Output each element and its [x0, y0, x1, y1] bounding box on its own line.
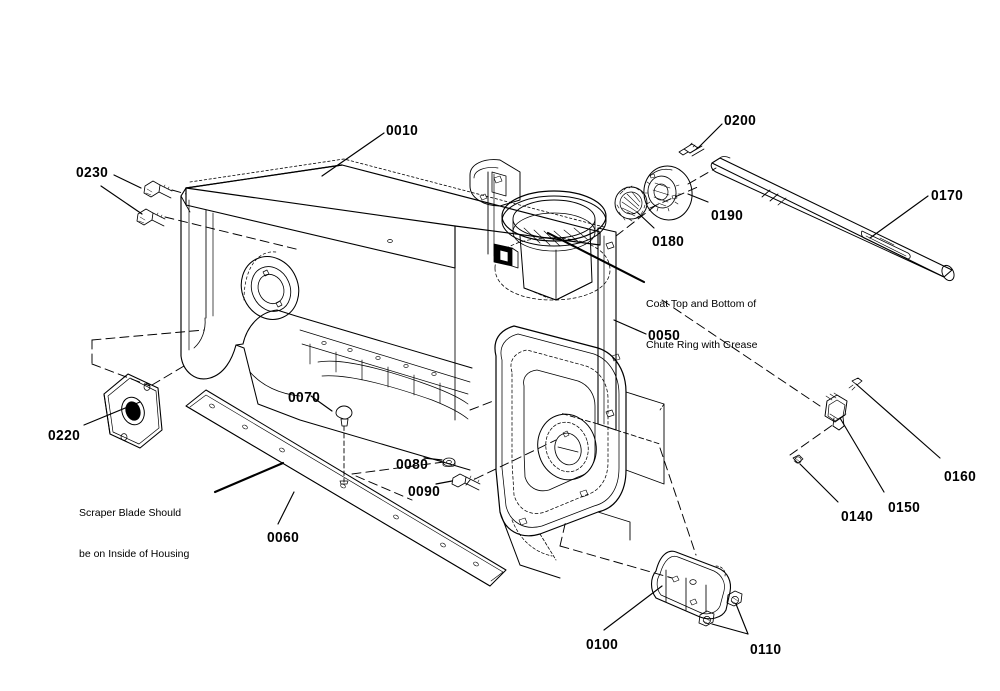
callout-0180[interactable]: 0180: [652, 233, 685, 250]
assembly-guide-lines: [91, 167, 835, 579]
grease-note: Coat Top and Bottom of Chute Ring with G…: [646, 271, 757, 379]
callout-0230[interactable]: 0230: [76, 164, 109, 181]
callout-0060[interactable]: 0060: [267, 529, 300, 546]
scraper-note-line-1: Scraper Blade Should: [79, 507, 182, 519]
scraper-blade-part: [185, 389, 507, 587]
carriage-bolt-part: [335, 405, 353, 485]
callout-0090[interactable]: 0090: [408, 483, 441, 500]
scraper-note: Scraper Blade Should be on Inside of Hou…: [79, 480, 189, 588]
chute-pinion-gear-part: [614, 185, 648, 222]
chute-mount-bracket-part: [559, 227, 661, 445]
callout-0010[interactable]: 0010: [386, 122, 419, 139]
auger-end-housing-part: [494, 325, 665, 579]
callout-0160[interactable]: 0160: [944, 468, 977, 485]
housing-bolt-part: [136, 180, 173, 227]
callout-0080[interactable]: 0080: [396, 456, 429, 473]
grease-note-line-2: Chute Ring with Grease: [646, 338, 758, 351]
leader-lines: [83, 123, 941, 635]
skid-shoe-part: [650, 550, 732, 620]
gearbox-hardware-part: [792, 377, 863, 464]
callout-0050[interactable]: 0050: [648, 327, 681, 344]
hex-bolt-part: [451, 473, 481, 491]
auger-drive-shaft-part: [710, 156, 955, 282]
chute-ring-part: [469, 159, 611, 301]
callout-0190[interactable]: 0190: [711, 207, 744, 224]
grease-note-line-1: Coat Top and Bottom of: [646, 298, 757, 310]
callout-0110[interactable]: 0110: [750, 641, 782, 658]
callout-0220[interactable]: 0220: [48, 427, 81, 444]
scraper-note-line-2: be on Inside of Housing: [79, 547, 190, 560]
callout-0170[interactable]: 0170: [931, 187, 964, 204]
gear-retaining-bolt-part: [678, 142, 705, 157]
callout-0150[interactable]: 0150: [888, 499, 921, 516]
note-pointer-lines: [213, 231, 646, 494]
callout-0200[interactable]: 0200: [724, 112, 757, 129]
hex-nut-part: [698, 590, 743, 627]
callout-0140[interactable]: 0140: [841, 508, 874, 525]
auger-housing-part: [180, 158, 605, 471]
callout-0070[interactable]: 0070: [288, 389, 321, 406]
callout-0100[interactable]: 0100: [586, 636, 619, 653]
